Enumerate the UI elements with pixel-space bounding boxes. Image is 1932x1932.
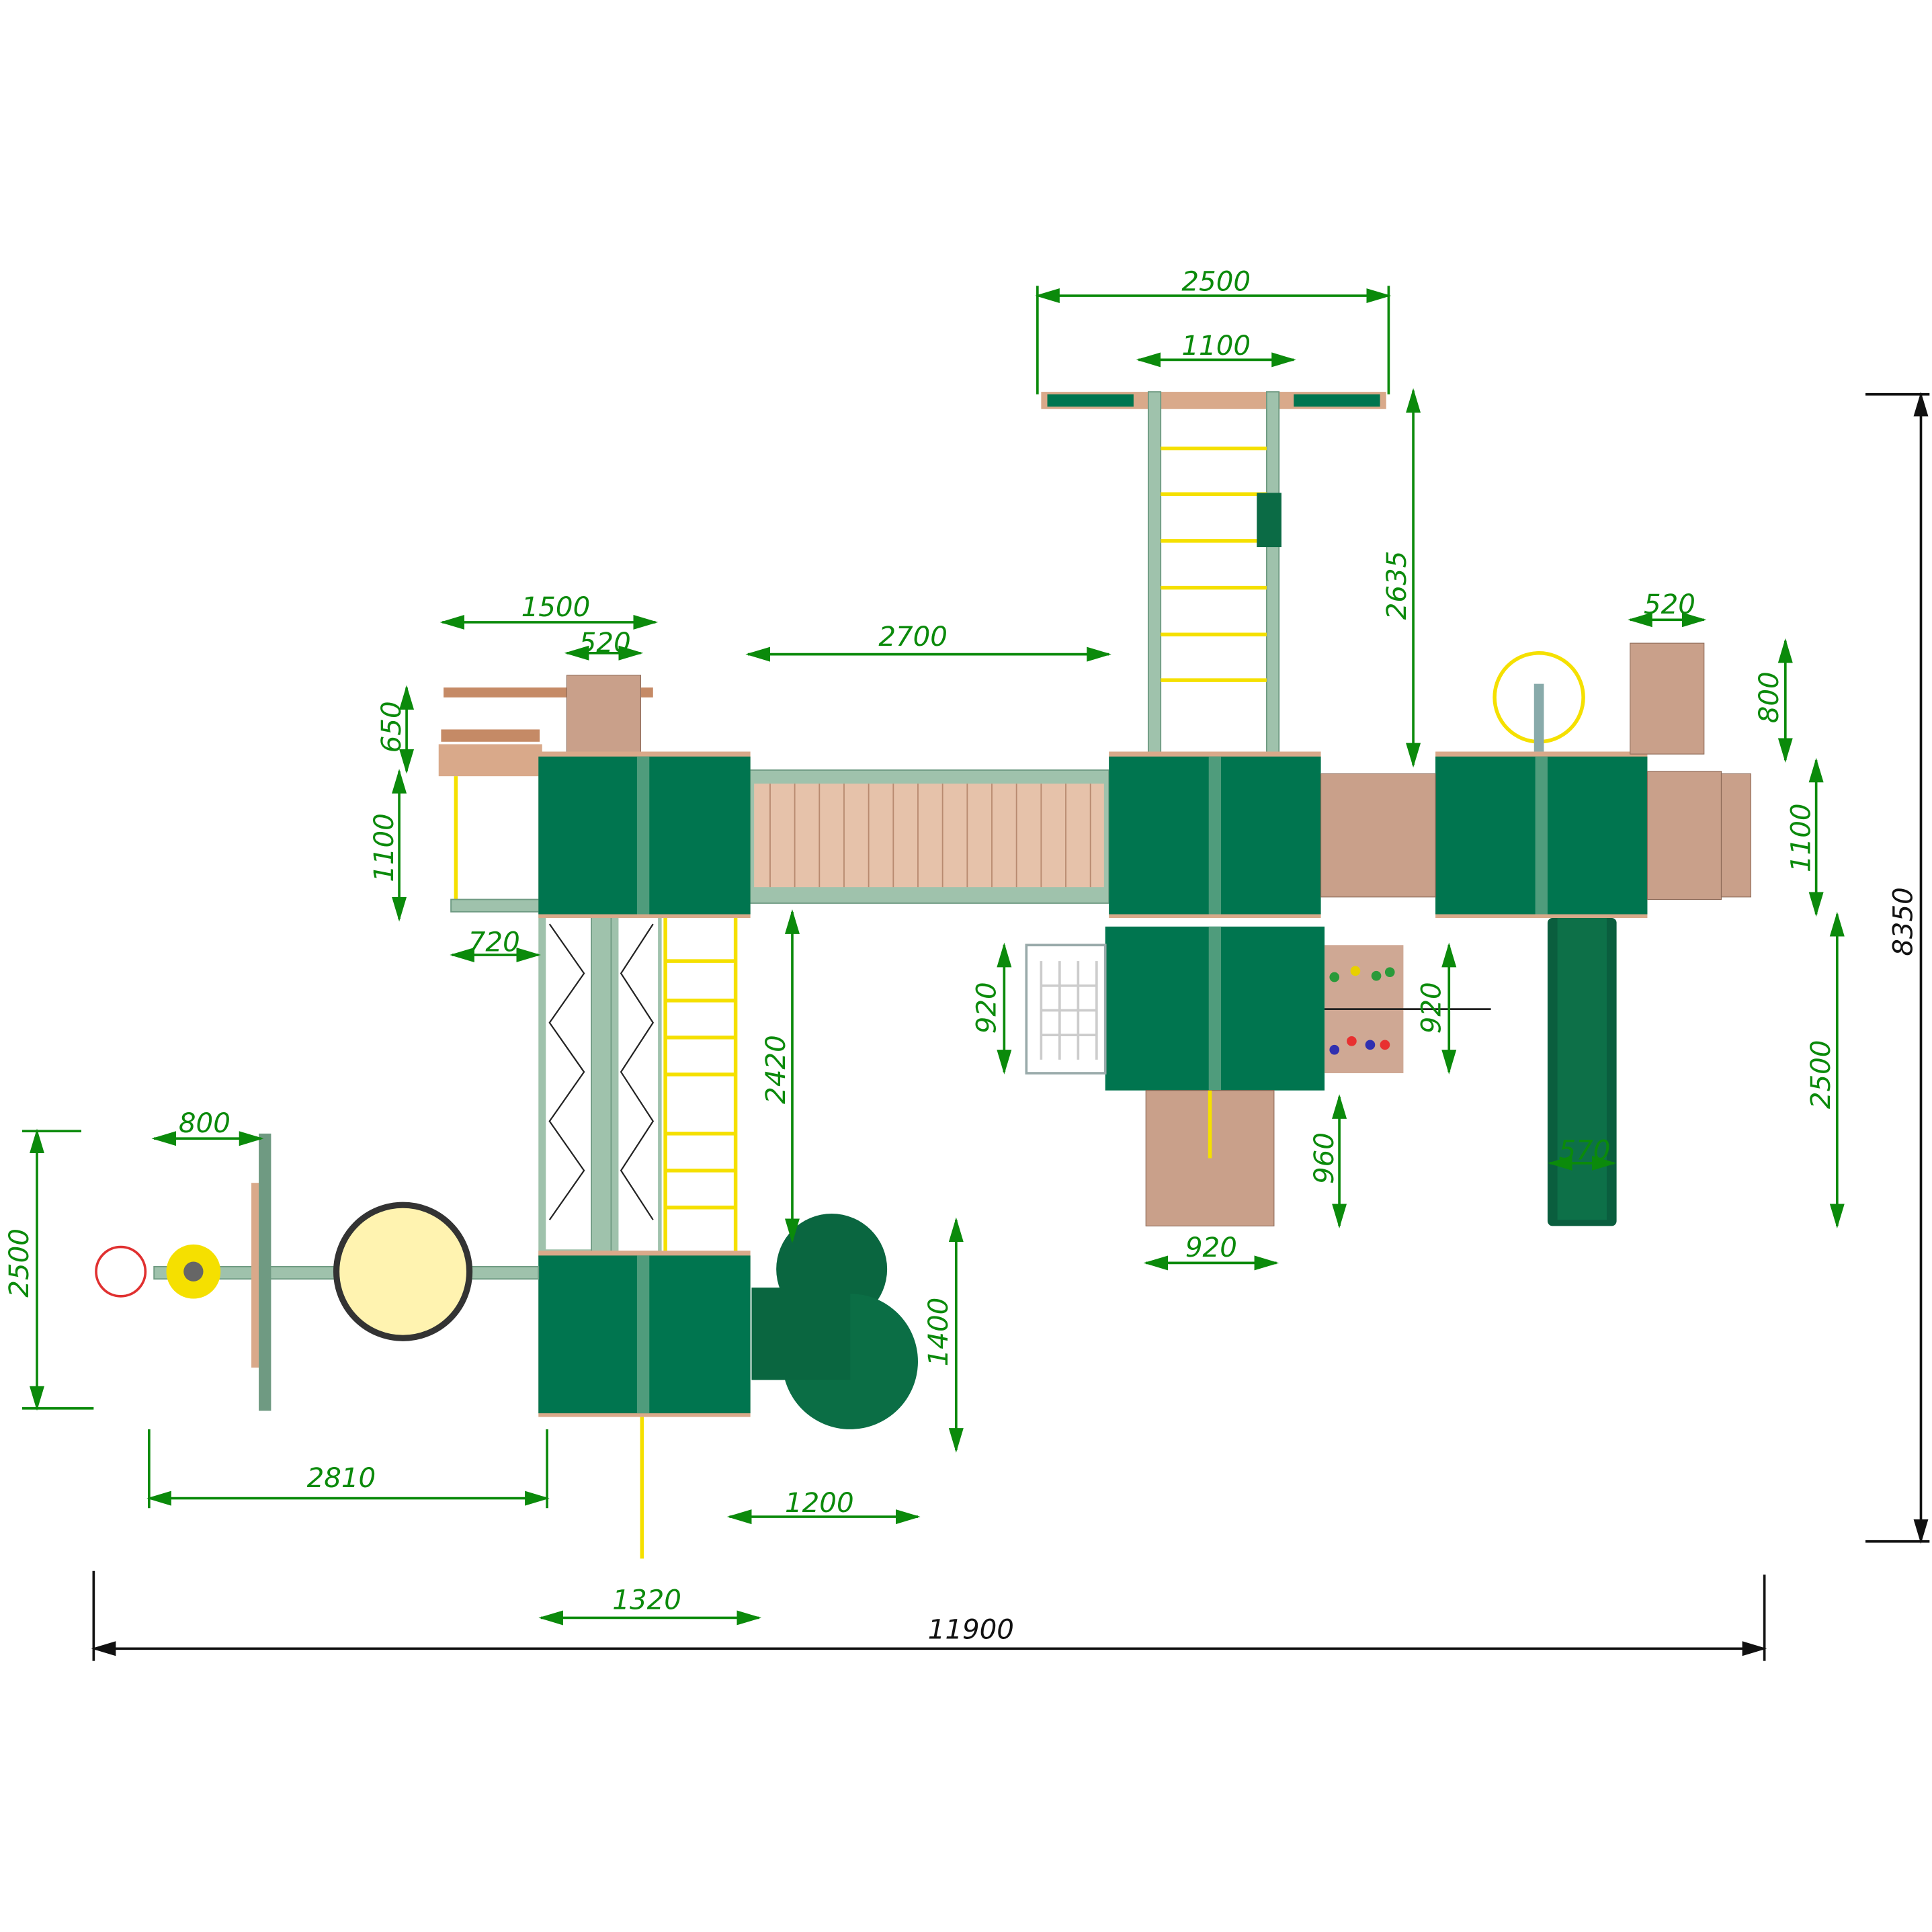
dim-right-ladder: 520 (1644, 589, 1695, 620)
cargo-net (1025, 943, 1107, 1075)
dim-ramp-depth: 960 (1308, 1132, 1340, 1184)
swing-beam (95, 1133, 540, 1411)
dim-spiral-depth: 1400 (923, 1298, 954, 1367)
dim-swing-length: 2810 (307, 1462, 376, 1494)
dim-left-width: 1500 (521, 591, 591, 623)
dim-tunnel: 2420 (760, 1035, 792, 1104)
dim-base-width: 1320 (612, 1585, 681, 1616)
dim-wall-width: 920 (1415, 982, 1447, 1034)
roof-platforms (538, 751, 1648, 1417)
top-tower-ladder (1041, 391, 1386, 756)
climbing-tunnel (538, 910, 739, 1257)
dim-right-ladder-depth: 800 (1753, 671, 1785, 723)
dim-left-bench: 650 (376, 701, 407, 753)
dim-tower-depth: 2635 (1381, 551, 1413, 620)
bridge (748, 769, 1110, 904)
decks (1145, 642, 1752, 1226)
dimension-lines (22, 286, 1930, 1661)
dim-right-depth: 1100 (1785, 803, 1816, 872)
dim-bridge: 2700 (878, 621, 948, 653)
climbing-wall (1325, 945, 1491, 1074)
dim-top-width: 2500 (1181, 266, 1251, 298)
dim-slide-length: 2500 (1805, 1040, 1837, 1109)
dim-slide-width: 570 (1558, 1134, 1610, 1166)
dim-swing-depth: 2500 (3, 1228, 35, 1298)
dim-left-depth: 1100 (368, 813, 400, 882)
dim-ramp-width: 920 (1185, 1232, 1237, 1263)
dim-hoop-width: 800 (179, 1107, 230, 1139)
dimension-labels: 2500 1100 2635 1500 520 2700 650 1100 72… (3, 266, 1919, 1646)
dim-spiral-width: 1200 (785, 1487, 854, 1519)
dim-top-inner: 1100 (1181, 330, 1251, 362)
dim-overall-height: 8350 (1888, 887, 1919, 956)
dim-left-ladder: 520 (579, 627, 631, 659)
spiral-slide (640, 1214, 918, 1559)
dim-left-offset: 720 (468, 926, 520, 958)
dim-overall-width: 11900 (928, 1614, 1014, 1646)
dim-net-width: 920 (971, 982, 1003, 1034)
